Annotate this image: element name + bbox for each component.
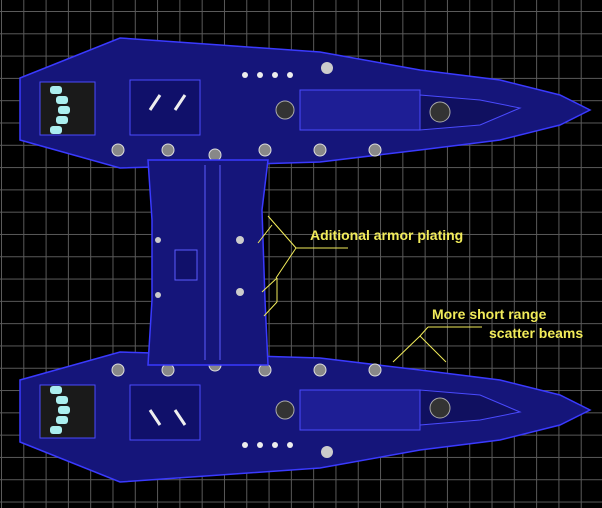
annotation-beams-line2: scatter beams [489,325,584,341]
annotation-beams-line1: More short range [432,306,547,322]
upper-hull [18,36,592,170]
lower-hull [18,350,592,484]
connecting-pylon [147,159,269,366]
annotation-armor: Aditional armor plating [310,227,464,243]
annotation-leaders [257,215,482,363]
